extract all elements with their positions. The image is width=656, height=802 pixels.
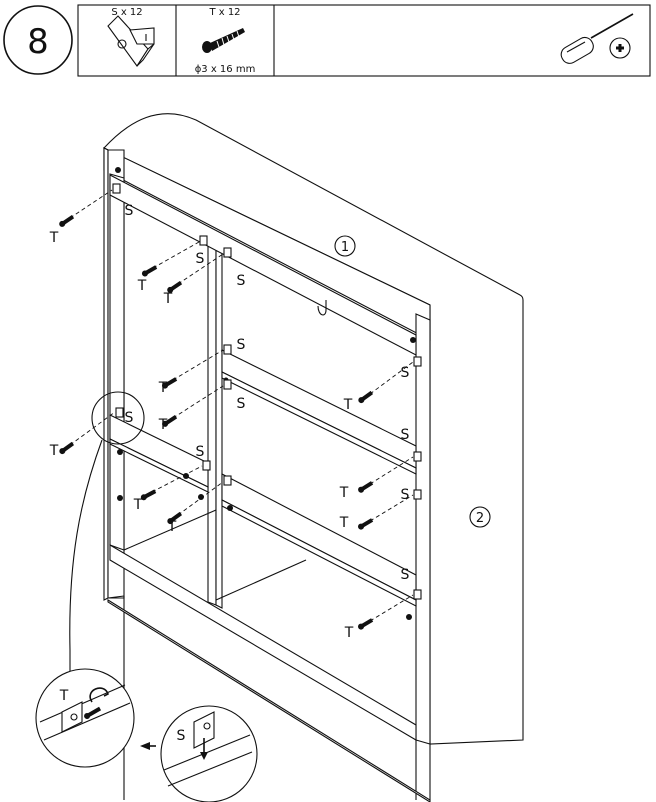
cabinet <box>103 113 524 802</box>
label-t: T <box>133 497 143 513</box>
callout-1-number: 1 <box>341 240 349 255</box>
bracket-labels: S S S S S S S S S S S <box>125 203 410 583</box>
callout-2: 2 <box>469 506 491 528</box>
label-s: S <box>401 427 410 443</box>
callout-2-number: 2 <box>476 511 484 526</box>
label-s: S <box>237 337 246 353</box>
part-t-spec: ϕ3 x 16 mm <box>195 64 256 75</box>
detail-label-s: S <box>177 728 186 744</box>
detail-magnifier <box>69 391 145 680</box>
label-t: T <box>163 291 173 307</box>
label-t: T <box>343 397 353 413</box>
step-badge: 8 <box>3 5 73 75</box>
detail-view-bracket: S <box>160 705 258 802</box>
detail-label-t: T <box>59 688 69 704</box>
label-s: S <box>401 365 410 381</box>
label-s: S <box>401 567 410 583</box>
label-s: S <box>237 273 246 289</box>
screw-guides <box>69 189 414 622</box>
screw-icon <box>202 28 245 53</box>
phillips-screwdriver-icon <box>560 13 634 64</box>
step-number: 8 <box>27 22 49 62</box>
screw-marks <box>59 214 374 630</box>
label-t: T <box>137 278 147 294</box>
arrow-icon <box>140 742 150 750</box>
label-s: S <box>196 444 205 460</box>
label-s: S <box>401 487 410 503</box>
bracket-marks <box>112 183 422 600</box>
label-t: T <box>339 485 349 501</box>
label-s: S <box>125 410 134 426</box>
part-t-quantity: T x 12 <box>208 7 240 18</box>
label-t: T <box>158 380 168 396</box>
callout-1: 1 <box>334 235 356 257</box>
label-s: S <box>125 203 134 219</box>
parts-box <box>77 4 651 77</box>
label-t: T <box>158 417 168 433</box>
label-t: T <box>339 515 349 531</box>
part-s-quantity: S x 12 <box>111 7 142 18</box>
label-t: T <box>167 519 177 535</box>
label-s: S <box>237 396 246 412</box>
corner-bracket-icon <box>107 15 155 67</box>
label-t: T <box>49 443 59 459</box>
label-t: T <box>344 625 354 641</box>
detail-view-screwing: T <box>35 668 135 768</box>
label-s: S <box>196 251 205 267</box>
label-t: T <box>49 230 59 246</box>
screw-labels: T T T T T T T T T T T T <box>49 230 354 641</box>
